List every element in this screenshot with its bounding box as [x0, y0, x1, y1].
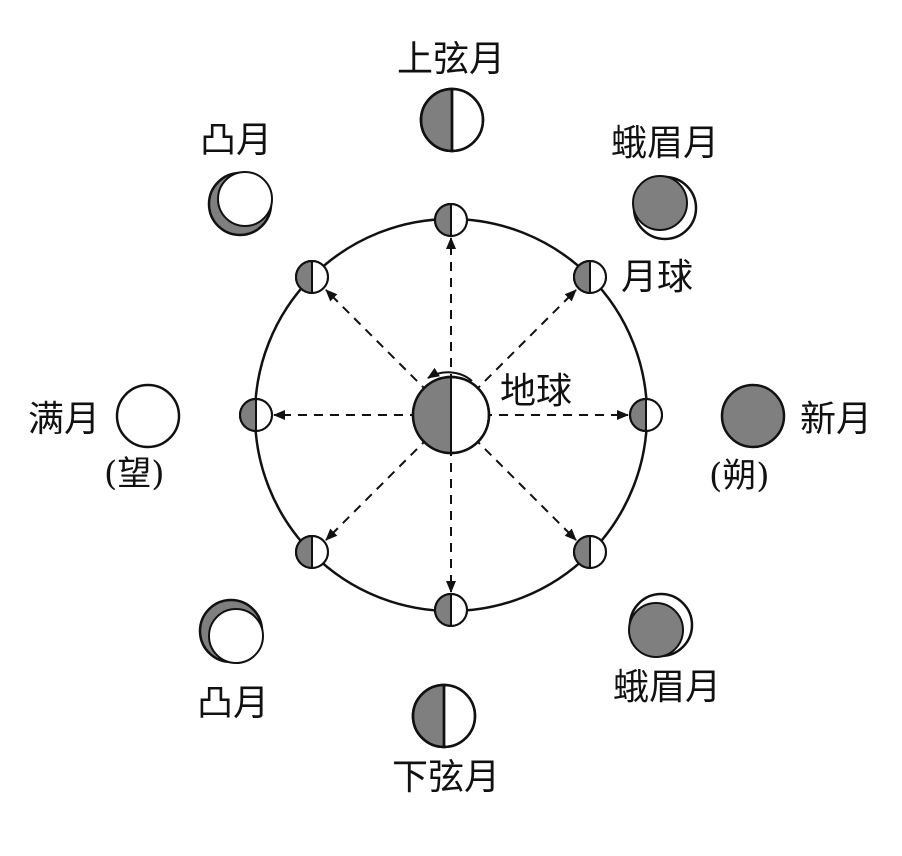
phase-gibbous-bottom-left: [198, 598, 264, 664]
orbit-moon-south: [434, 592, 468, 628]
orbit-moon-north: [434, 202, 468, 238]
arrow-northwest: [325, 289, 452, 416]
orbit-moon-southwest: [295, 534, 329, 570]
label-new-moon-alt: (朔): [709, 456, 770, 496]
label-last-quarter: 下弦月: [392, 757, 501, 798]
label-new-moon: 新月: [800, 399, 873, 440]
phase-crescent-bottom-right: [628, 592, 694, 658]
orbit-moon-east: [629, 397, 663, 433]
orbit-moon-west: [239, 397, 273, 433]
sunlight-arrows: [273, 237, 629, 593]
label-crescent-top: 蛾眉月: [611, 123, 720, 164]
orbit-moon-northeast: [573, 259, 607, 295]
arrow-northeast: [450, 289, 577, 416]
phase-crescent-top-right: [632, 175, 698, 241]
arrow-southeast: [450, 414, 577, 541]
label-waning-gibbous: 凸月: [197, 683, 270, 724]
earth-rotation-arrow: [427, 367, 473, 382]
label-crescent-bottom: 蛾眉月: [613, 667, 722, 708]
orbit-moon-southeast: [573, 534, 607, 570]
label-first-quarter: 上弦月: [397, 39, 506, 80]
phase-first-quarter: [419, 87, 485, 153]
earth: [411, 375, 491, 455]
orbit-moons: [239, 202, 663, 628]
phase-new-moon: [720, 383, 786, 449]
phase-full-moon: [115, 383, 181, 449]
orbit-moon-northwest: [295, 259, 329, 295]
label-full-moon-alt: (望): [104, 454, 165, 494]
label-earth: 地球: [500, 371, 573, 412]
phase-last-quarter: [411, 683, 477, 749]
phase-gibbous-top-left: [207, 171, 273, 237]
arrow-southwest: [325, 414, 452, 541]
label-full-moon: 满月: [28, 399, 101, 440]
label-moon: 月球: [621, 257, 694, 298]
label-waxing-gibbous: 凸月: [200, 120, 273, 161]
